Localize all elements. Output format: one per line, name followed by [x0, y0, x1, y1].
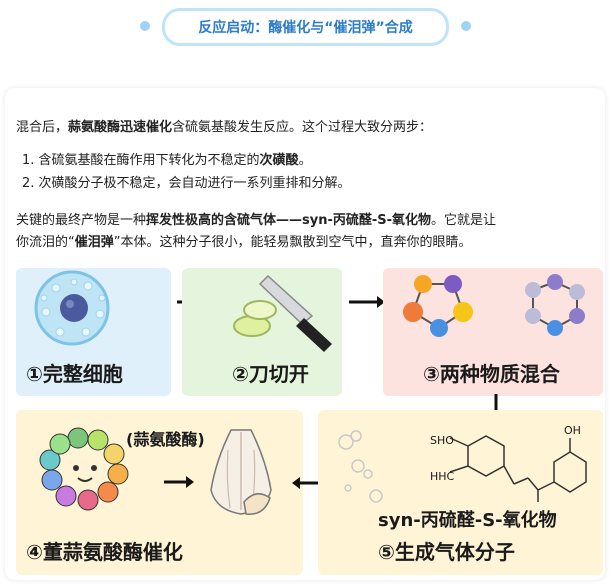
- section-title-banner: 反应启动：酶催化与“催泪弹”合成: [140, 6, 471, 46]
- molecules-icon: [403, 274, 585, 337]
- arrow-right-icon: [349, 296, 385, 308]
- panel-intact-cell: ①完整细胞: [16, 268, 171, 396]
- title-dot-left: [140, 21, 150, 31]
- intro-paragraph: 混合后，蒜氨酸酶迅速催化含硫氨基酸发生反应。这个过程大致分两步：: [16, 120, 433, 135]
- panel-gas-molecule: SHO HHC OH syn-丙硫醛-S-氧化物 ⑤生成气体分子: [318, 410, 603, 575]
- panel-label: ⑤生成气体分子: [378, 540, 515, 564]
- panel-enzyme: (蒜氨酸酶) ④董蒜氨酸酶催化: [16, 410, 303, 575]
- section-title: 反应启动：酶催化与“催泪弹”合成: [162, 8, 449, 46]
- molecule-oh-label: OH: [564, 424, 581, 437]
- panel-label: ②刀切开: [232, 362, 309, 386]
- panel-knife-cut: ②刀切开: [182, 268, 342, 396]
- molecule-hhc-label: HHC: [430, 470, 455, 483]
- key-product-line-1: 关键的最终产物是一种挥发性极高的含硫气体——syn-丙硫醛-S-氧化物。它就是让: [16, 213, 497, 228]
- molecule-structure-icon: [338, 430, 587, 503]
- step-2: 2. 次磺酸分子极不稳定，会自动进行一系列重排和分解。: [22, 176, 351, 191]
- enzyme-tag: (蒜氨酸酶): [126, 430, 205, 449]
- title-dot-right: [461, 21, 471, 31]
- molecule-name: syn-丙硫醛-S-氧化物: [378, 510, 557, 531]
- panel-label: ④董蒜氨酸酶催化: [26, 540, 183, 564]
- step-1: 1. 含硫氨基酸在酶作用下转化为不稳定的次磺酸。: [22, 153, 312, 168]
- molecule-sho-label: SHO: [430, 434, 454, 447]
- key-product-line-2: 你流泪的“催泪弹”本体。这种分子很小，能轻易飘散到空气中，直奔你的眼睛。: [16, 235, 472, 250]
- panel-label: ③两种物质混合: [423, 362, 560, 386]
- panel-label: ①完整细胞: [26, 362, 123, 386]
- enzyme-garlic-icon: [39, 427, 272, 515]
- panel-mixing: ③两种物质混合: [383, 268, 603, 396]
- cell-icon: [34, 270, 110, 346]
- knife-icon: [233, 274, 332, 352]
